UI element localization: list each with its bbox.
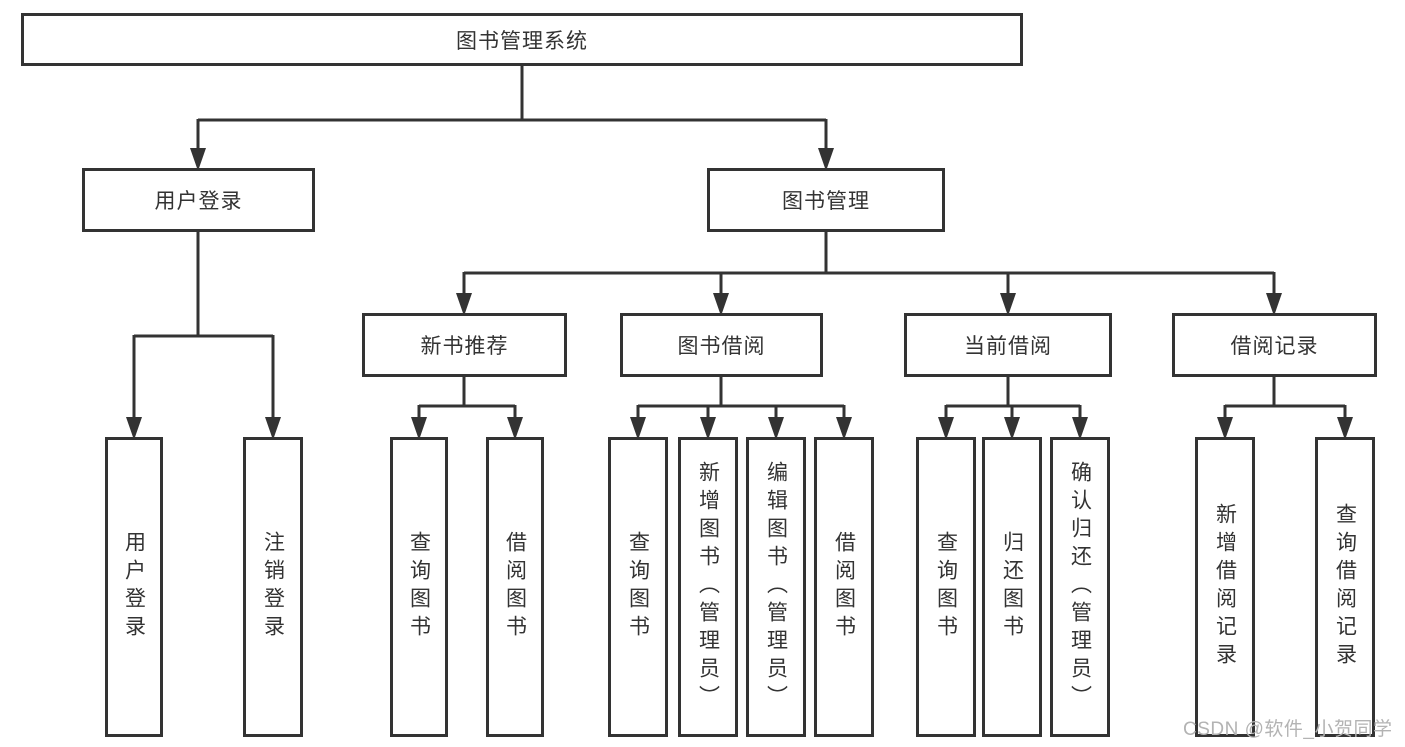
node-current-borrow-label: 当前借阅	[964, 335, 1052, 358]
leaf-record-add: 新增借阅记录	[1195, 437, 1255, 737]
csdn-watermark: CSDN @软件_小贺同学	[1183, 719, 1393, 740]
leaf-user-login: 用户登录	[105, 437, 163, 737]
node-user-login-label: 用户登录	[154, 190, 243, 213]
leaf-current-confirm-admin-label: 确认归还（管理员）	[1068, 461, 1092, 713]
leaf-borrow-query: 查询图书	[608, 437, 668, 737]
node-book-mgmt: 图书管理	[707, 168, 945, 232]
node-book-borrow-label: 图书借阅	[677, 335, 766, 358]
leaf-record-add-label: 新增借阅记录	[1213, 503, 1237, 671]
leaf-borrow-edit-admin-label: 编辑图书（管理员）	[764, 461, 788, 713]
leaf-current-return-label: 归还图书	[1000, 531, 1024, 643]
leaf-logout-label: 注销登录	[261, 531, 285, 643]
leaf-borrow-query-label: 查询图书	[626, 531, 650, 643]
node-new-book-label: 新书推荐	[420, 335, 509, 358]
leaf-newbook-query: 查询图书	[390, 437, 448, 737]
node-borrow-records: 借阅记录	[1172, 313, 1377, 377]
leaf-newbook-borrow-label: 借阅图书	[503, 531, 527, 643]
node-new-book: 新书推荐	[362, 313, 567, 377]
node-root: 图书管理系统	[21, 13, 1023, 66]
leaf-newbook-query-label: 查询图书	[407, 531, 431, 643]
leaf-record-query-label: 查询借阅记录	[1333, 503, 1357, 671]
node-borrow-records-label: 借阅记录	[1230, 335, 1319, 358]
leaf-borrow-add-admin-label: 新增图书（管理员）	[696, 461, 720, 713]
node-user-login: 用户登录	[82, 168, 315, 232]
leaf-record-query: 查询借阅记录	[1315, 437, 1375, 737]
leaf-newbook-borrow: 借阅图书	[486, 437, 544, 737]
leaf-current-query-label: 查询图书	[934, 531, 958, 643]
leaf-current-return: 归还图书	[982, 437, 1042, 737]
leaf-logout: 注销登录	[243, 437, 303, 737]
leaf-borrow-add-admin: 新增图书（管理员）	[678, 437, 738, 737]
leaf-borrow-borrow-label: 借阅图书	[832, 531, 856, 643]
node-root-label: 图书管理系统	[456, 29, 588, 53]
leaf-borrow-edit-admin: 编辑图书（管理员）	[746, 437, 806, 737]
node-current-borrow: 当前借阅	[904, 313, 1112, 377]
leaf-borrow-borrow: 借阅图书	[814, 437, 874, 737]
node-book-borrow: 图书借阅	[620, 313, 823, 377]
leaf-user-login-label: 用户登录	[122, 531, 146, 643]
leaf-current-query: 查询图书	[916, 437, 976, 737]
node-book-mgmt-label: 图书管理	[782, 190, 870, 213]
leaf-current-confirm-admin: 确认归还（管理员）	[1050, 437, 1110, 737]
